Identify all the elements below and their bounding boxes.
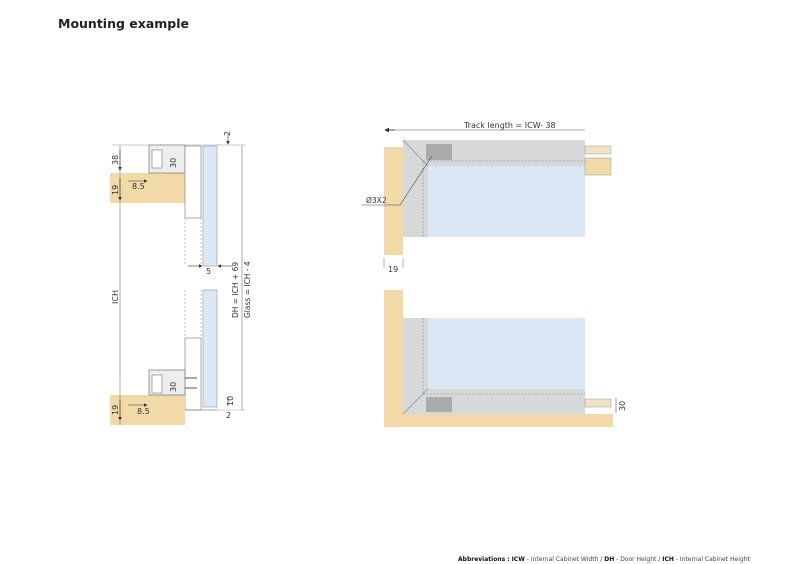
formula-door-height: DH = ICH + 69 <box>231 262 240 318</box>
dim-offset-bottom: 8.5 <box>137 407 150 416</box>
door-frame-bottom <box>184 337 202 411</box>
glass-top <box>202 145 218 267</box>
lower-mounting-plate <box>426 397 452 412</box>
plan-view: Track length = ICW - 38 Ø3X2 19 30 <box>362 121 627 427</box>
page-title: Mounting example <box>58 16 189 31</box>
abbrev-label: Abbreviations : <box>458 556 510 563</box>
lower-glass <box>428 318 585 389</box>
screw-label: Ø3X2 <box>366 196 387 205</box>
abbrev-ich-key: ICH <box>662 556 674 563</box>
formula-glass: Glass = ICH - 4 <box>243 261 252 318</box>
dim-glass-thickness: 5 <box>206 267 211 276</box>
bottom-board <box>110 395 185 425</box>
abbrev-ich-text: - Internal Cabinet Height <box>673 556 750 563</box>
dim-board-top: 19 <box>111 185 120 195</box>
track-length-label: Track length = ICW <box>463 121 541 130</box>
dim-profile-top: 30 <box>169 158 178 168</box>
upper-glass <box>428 166 585 237</box>
dim-board-plan: 19 <box>388 265 398 274</box>
track-length-offset: - 38 <box>540 121 556 130</box>
abbrev-icw-key: ICW <box>511 556 525 563</box>
door-frame-top <box>184 145 202 219</box>
dim-height-38: 38 <box>111 155 120 165</box>
dim-board-bottom: 19 <box>111 405 120 415</box>
dim-track-plan: 30 <box>618 401 627 411</box>
upper-mounting-plate <box>426 144 452 160</box>
glass-bottom <box>202 289 218 408</box>
upper-side-panel <box>384 147 403 255</box>
lower-side-panel <box>384 290 403 427</box>
abbrev-icw-text: - Internal Cabinet Width / <box>524 556 605 563</box>
dim-top-gap: 2 <box>223 131 232 136</box>
dim-profile-bottom: 30 <box>169 382 178 392</box>
dim-ich: ICH <box>111 290 120 304</box>
top-board <box>110 173 185 203</box>
abbrev-dh-text: - Door Height / <box>614 556 663 563</box>
abbrev-dh-key: DH <box>604 556 615 563</box>
lower-bottom-panel <box>384 414 613 427</box>
dim-frame-bottom: 10 <box>226 396 235 406</box>
side-section: 2 38 30 8.5 19 ICH 5 DH = ICH + 69 Glass… <box>110 131 252 425</box>
dim-bottom-gap: 2 <box>226 411 231 420</box>
dim-offset-top: 8.5 <box>132 182 145 191</box>
abbreviations-footer: Abbreviations : ICW - Internal Cabinet W… <box>458 556 750 563</box>
